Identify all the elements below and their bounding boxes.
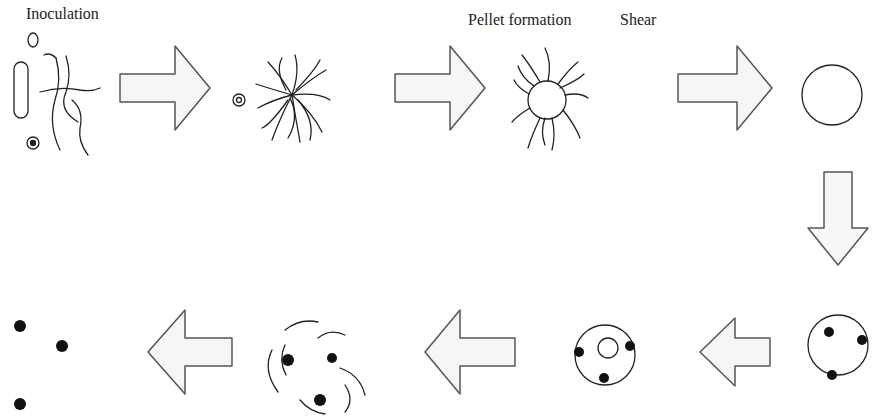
process-arrow bbox=[120, 46, 210, 130]
hyphae bbox=[40, 54, 100, 155]
stage-label: Shear bbox=[620, 10, 656, 29]
pellet bbox=[802, 65, 862, 125]
fragments bbox=[268, 321, 365, 414]
stage-label: Pellet formation bbox=[468, 10, 572, 29]
process-arrow bbox=[425, 310, 515, 394]
spore bbox=[233, 94, 245, 106]
hyphae bbox=[256, 55, 330, 142]
pellet bbox=[575, 325, 635, 385]
stage-label: Inoculation bbox=[26, 4, 99, 23]
process-arrow bbox=[700, 318, 770, 386]
spore bbox=[27, 137, 39, 149]
spore bbox=[28, 33, 38, 47]
spore-capsule bbox=[14, 62, 28, 118]
pellet bbox=[528, 81, 566, 119]
process-arrow bbox=[678, 46, 772, 130]
process-arrow bbox=[395, 46, 485, 130]
process-arrow bbox=[148, 310, 232, 394]
pellet bbox=[808, 315, 868, 375]
process-arrow bbox=[808, 172, 868, 265]
hyphae bbox=[512, 48, 588, 150]
hollow-core bbox=[598, 338, 618, 358]
